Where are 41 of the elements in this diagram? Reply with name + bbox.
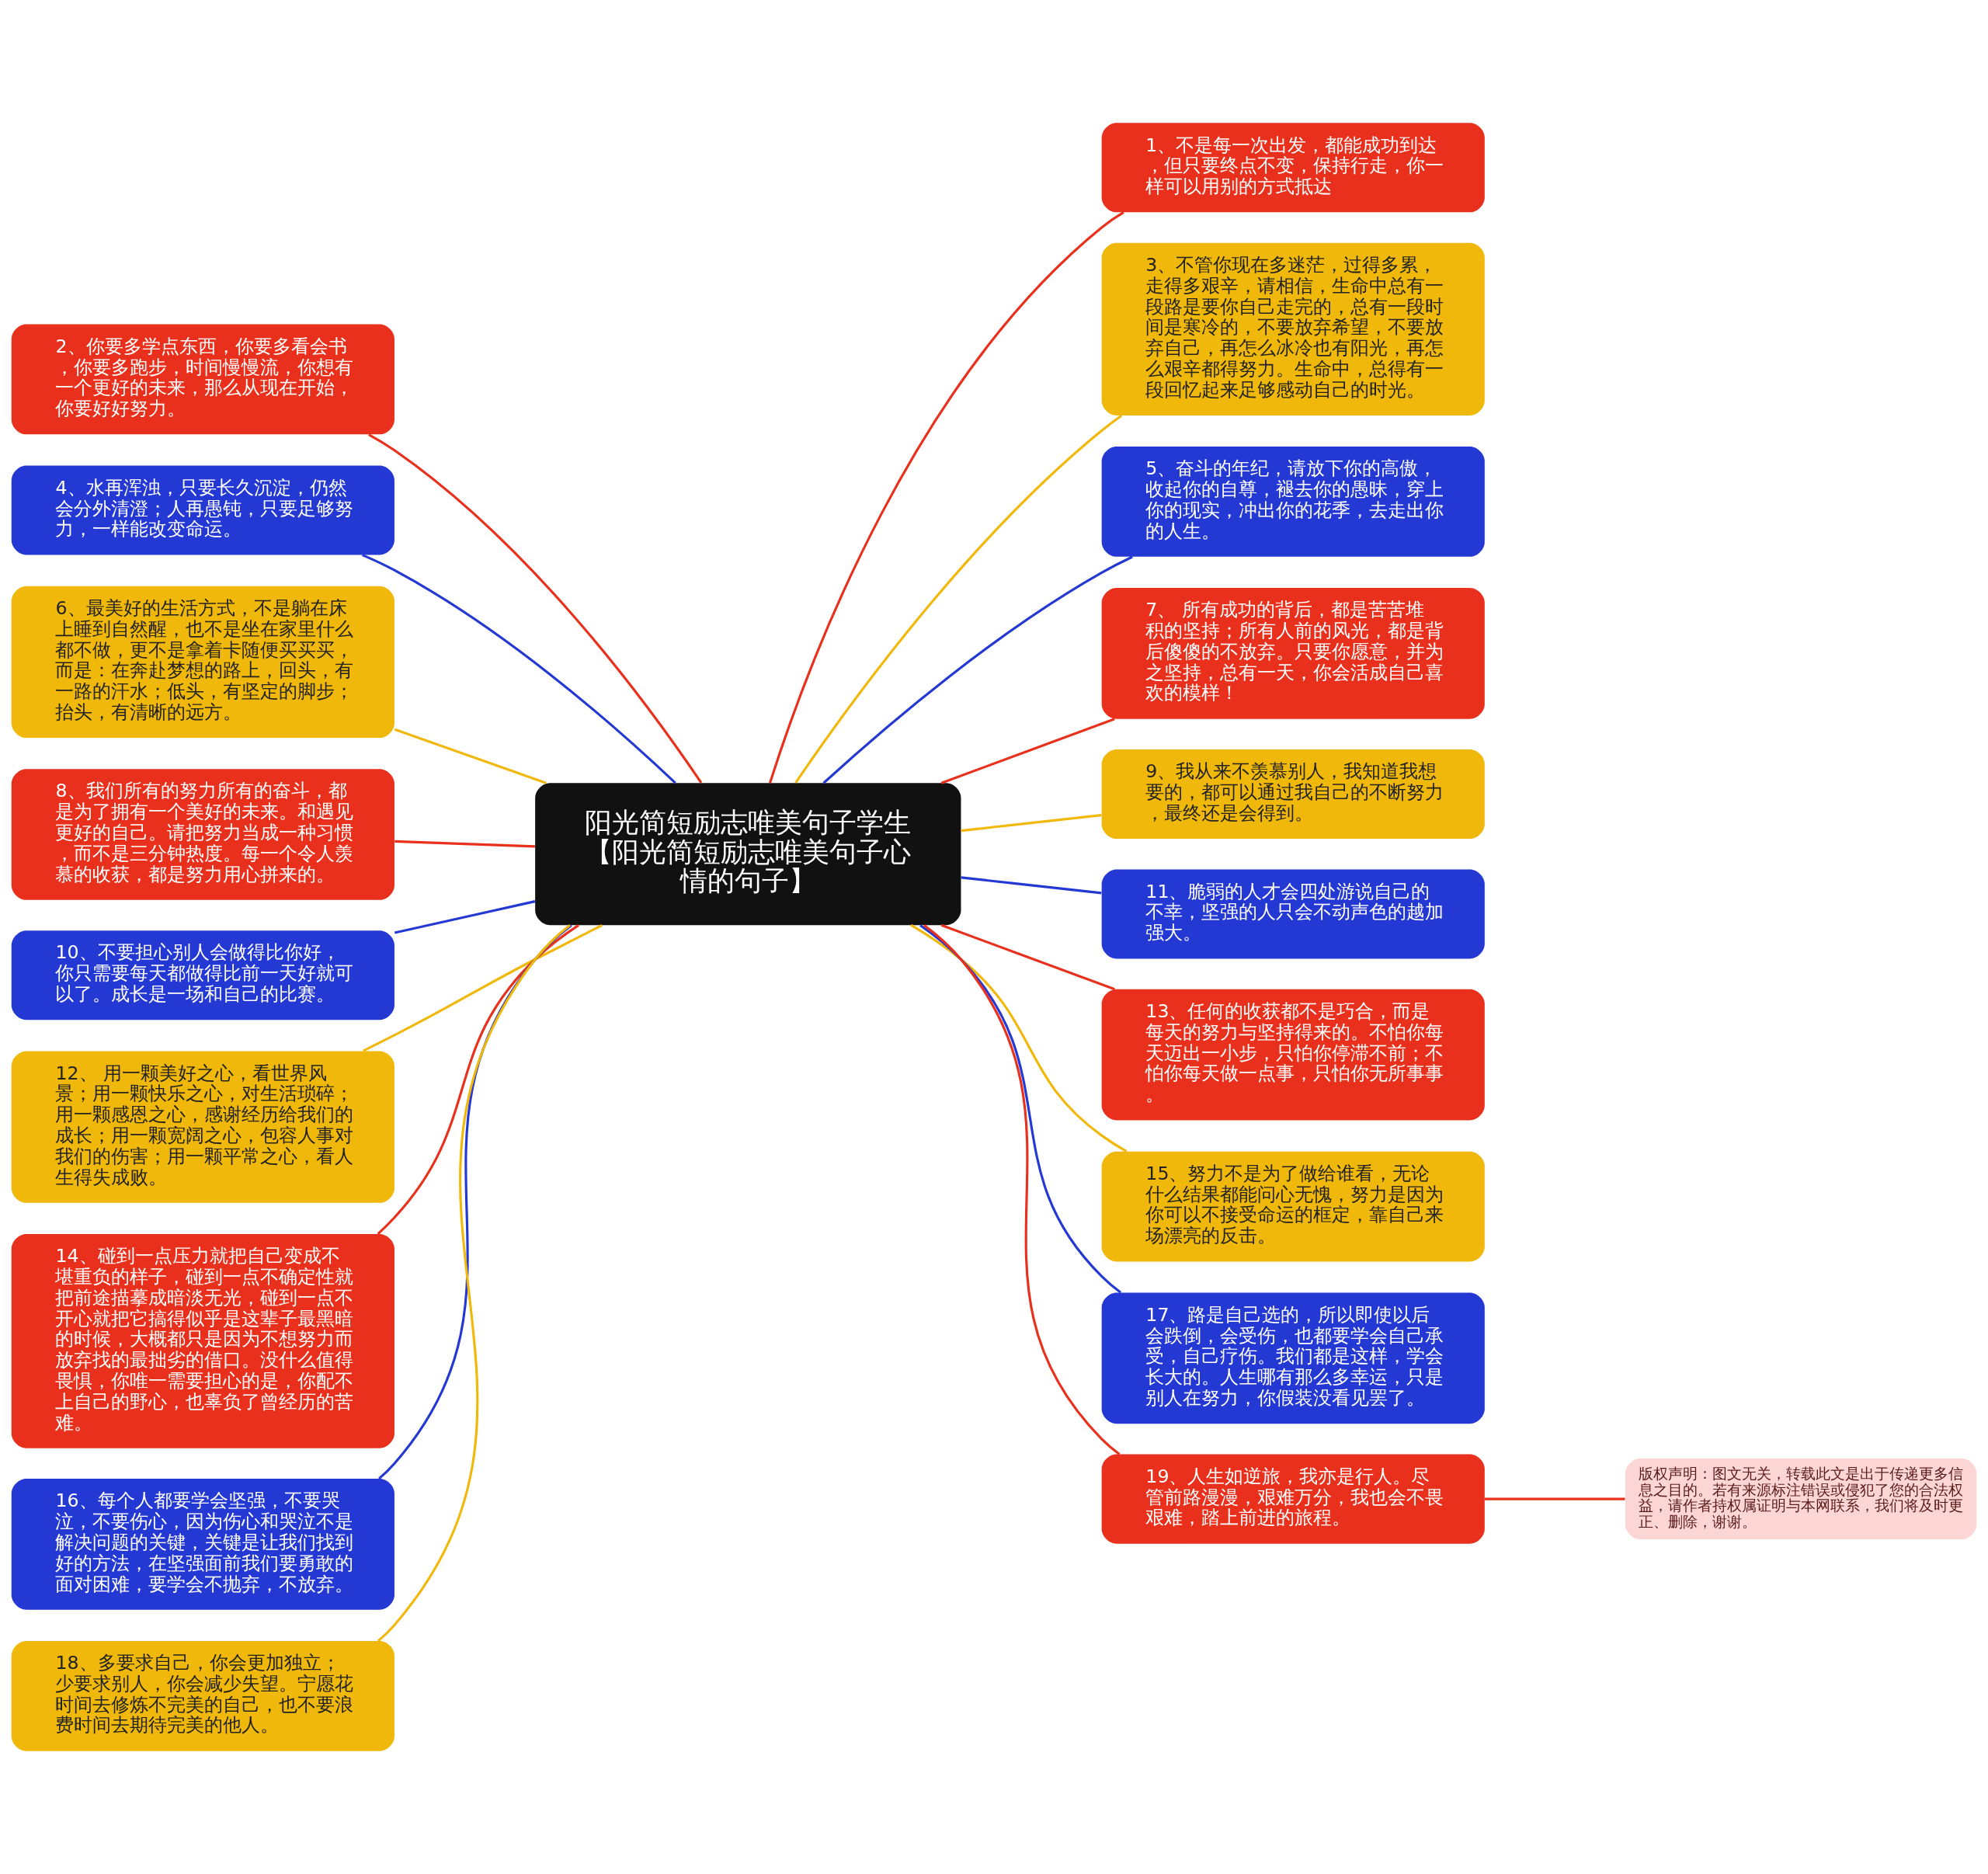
node-box: 15、努力不是为了做给谁看，无论什么结果都能问心无愧，努力是因为你可以不接受命运的框定，靠自己来场漂亮的反击。 <box>1101 1151 1485 1262</box>
connector <box>910 923 1128 1153</box>
connector <box>940 923 1115 991</box>
node-box: 19、人生如逆旅，我亦是行人。尽管前路漫漫，艰难万分，我也会不畏艰难，踏上前进的旅程。 <box>1101 1454 1485 1544</box>
node-box: 17、路是自己选的，所以即使以后会跌倒，会受伤，也都要学会自己承受，自己疗伤。我们都是这样，学会长大的。人生哪有那么多幸运，只是别人在努力，你假装没看见罢了。 <box>1101 1292 1485 1424</box>
node-box: 18、多要求自己，你会更加独立；少要求别人，你会减少失望。宁愿花时间去修炼不完美的自己，也不要浪费时间去期待完美的他人。 <box>11 1640 394 1751</box>
node-box: 3、不管你现在多迷茫，过得多累，走得多艰辛，请相信，生命中总有一段路是要你自己走完的，总有一段时间是寒冷的，不要放弃希望，不要放弃自己，再怎么冰冷也有阳光，再怎么艰辛都得努力。生命中，总得有一段回忆起来足够感动自己的时光。 <box>1101 242 1485 415</box>
connector <box>769 211 1124 784</box>
connector <box>961 876 1102 895</box>
node-box: 11、脆弱的人才会四处游说自己的不幸，坚强的人只会不动声色的越加强大。 <box>1101 869 1485 959</box>
node-box: 12、 用一颗美好之心，看世界风景；用一颗快乐之心，对生活琐碎；用一颗感恩之心，感谢经历给我们的成长；用一颗宽阔之心，包容人事对我们的伤害；用一颗平常之心，看人生得失成败。 <box>11 1051 394 1203</box>
connector <box>794 414 1123 784</box>
connector <box>368 433 703 784</box>
connector <box>377 924 579 1236</box>
connector <box>378 924 572 1480</box>
connector <box>822 555 1133 784</box>
connector <box>362 554 676 784</box>
connector <box>919 924 1122 1294</box>
node-box: 5、奋斗的年纪，请放下你的高傲，收起你的自尊，褪去你的愚昧，穿上你的现实，冲出你的花季，去走出你的人生。 <box>1101 447 1485 557</box>
connector <box>923 924 1121 1455</box>
node-box: 14、碰到一点压力就把自己变成不堪重负的样子，碰到一点不确定性就把前途描摹成暗淡无光，碰到一点不开心就把它搞得似乎是这辈子最黑暗的时候，大概都只是因为不想努力而放弃找的最拙劣的借口。没什么值得畏惧，你唯一需要担心的是，你配不上自己的野心，也辜负了曾经历的苦难。 <box>11 1234 394 1448</box>
node-box: 8、我们所有的努力所有的奋斗，都是为了拥有一个美好的未来。和遇见更好的自己。请把努力当成一种习惯，而不是三分钟热度。每一个令人羡慕的收获，都是努力用心拼来的。 <box>11 769 394 900</box>
connector <box>940 718 1115 784</box>
node-box: 10、不要担心别人会做得比你好，你只需要每天都做得比前一天好就可以了。成长是一场和自己的比赛。 <box>11 930 394 1020</box>
node-box: 2、你要多学点东西，你要多看会书，你要多跑步，时间慢慢流，你想有一个更好的未来，那么从现在开始，你要好好努力。 <box>11 324 394 435</box>
node-box: 版权声明：图文无关，转载此文是出于传递更多信息之目的。若有来源标注错误或侵犯了您的合法权益，请作者持权属证明与本网联系，我们将及时更正、删除，谢谢。 <box>1625 1459 1977 1540</box>
node-box: 1、不是每一次出发，都能成功到达，但只要终点不变，保持行走，你一样可以用别的方式抵达 <box>1101 123 1485 213</box>
connector <box>394 900 536 934</box>
connector <box>394 840 535 848</box>
node-box: 6、最美好的生活方式，不是躺在床上睡到自然醒，也不是坐在家里什么都不做，更不是拿着卡随便买买买，而是：在奔赴梦想的路上，回头，有一路的汗水；低头，有坚定的脚步；抬头，有清晰的远方。 <box>11 586 394 739</box>
node-box: 7、 所有成功的背后，都是苦苦堆积的坚持；所有人前的风光，都是背后傻傻的不放弃。只要你愿意，并为之坚持，总有一天，你会活成自己喜欢的模样！ <box>1101 588 1485 719</box>
node-box: 13、任何的收获都不是巧合，而是每天的努力与坚持得来的。不怕你每天迈出一小步，只怕你停滞不前；不怕你每天做一点事，只怕你无所事事。 <box>1101 989 1485 1121</box>
connector <box>961 814 1102 833</box>
node-box: 阳光简短励志唯美句子学生【阳光简短励志唯美句子心情的句子】 <box>535 783 961 926</box>
connector <box>377 923 571 1643</box>
connector <box>394 728 547 784</box>
node-box: 4、水再浑浊，只要长久沉淀，仍然会分外清澄；人再愚钝，只要足够努力，一样能改变命运。 <box>11 465 394 555</box>
connector <box>363 924 603 1052</box>
node-box: 16、每个人都要学会坚强，不要哭泣，不要伤心，因为伤心和哭泣不是解决问题的关键，关键是让我们找到好的方法，在坚强面前我们要勇敢的面对困难，要学会不抛弃，不放弃。 <box>11 1479 394 1610</box>
connector <box>1484 1497 1625 1500</box>
node-box: 9、我从来不羡慕别人，我知道我想要的，都可以通过我自己的不断努力，最终还是会得到。 <box>1101 749 1485 840</box>
